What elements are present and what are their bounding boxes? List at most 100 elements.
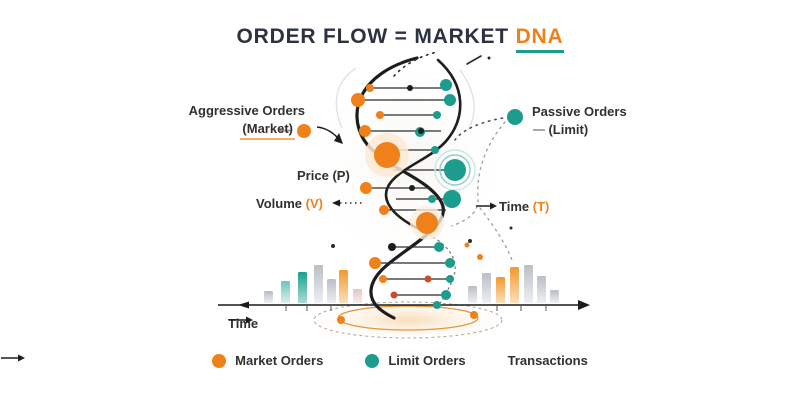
helix [351,56,476,320]
helix-dots [351,79,466,309]
accent-red-dot [390,291,398,299]
page-title: ORDER FLOW = MARKET DNA [0,25,800,53]
speck-dot [464,242,470,248]
title-highlight: DNA [515,25,564,53]
limit-accent-dot [428,195,436,203]
halo-arc-right [459,69,475,131]
volume-bar [353,289,362,303]
price-label: Price (P) [297,168,350,183]
volume-bar [314,265,323,303]
transactions-arrow-icon [1,354,25,362]
passive-dash-glyph [534,122,548,137]
volume-bar [496,277,505,303]
transaction-dot [388,243,396,251]
passive-orders-label: Passive Orders (Limit) [532,103,627,138]
limit-order-dot [444,94,456,106]
orbit-dot [337,316,345,324]
speck-dot [331,244,335,248]
volume-arrowhead-icon [332,199,340,207]
limit-order-dot [433,111,441,119]
market-order-dot [366,84,374,92]
transaction-dot [409,185,415,191]
market-orders-dot-icon [212,353,227,368]
trail-top-dash [466,55,482,65]
time-symbol: (T) [532,199,550,214]
market-order-dot [374,142,400,168]
price-symbol: (P) [332,168,350,183]
timeT-arrowhead-icon [490,202,497,210]
market-order-dot [359,125,371,137]
volume-bar [264,291,273,303]
orbit-outer-dashed-ring [313,301,503,339]
market-order-dot [379,205,389,215]
title-main: ORDER FLOW = MARKET [236,25,509,48]
orbit-base [308,299,508,341]
limit-orders-dot-icon [365,353,380,368]
time-axis-arrow-icon [229,316,253,324]
volume-bar [298,272,307,303]
limit-node-ring-outer [434,149,476,191]
aggressive-orders-line2: (Market) [240,120,295,141]
market-order-dot [351,93,365,107]
legend: Market Orders Limit Orders Transactions [0,353,800,368]
axis-arrow-right-icon [578,300,590,310]
market-order-dot [416,212,438,234]
legend-item-market-orders: Market Orders [212,353,323,368]
speck-dot [509,226,513,230]
limit-order-dot [446,275,454,283]
market-order-dot [360,182,372,194]
volume-bars [264,265,559,303]
trail-right-branch [479,207,513,261]
orbit-dots [337,311,478,324]
passive-orders-line1: Passive Orders [532,104,627,119]
volume-bar [510,267,519,303]
volume-bar [281,281,290,303]
halo-arc-left [335,67,357,129]
trail-right-descending [451,121,506,227]
limit-order-dot [445,258,455,268]
orbit-dot [470,311,478,319]
time-helix-label: Time (T) [499,199,550,214]
market-order-dot [369,257,381,269]
legend-item-limit-orders: Limit Orders [365,353,466,368]
volume-label: Volume (V) [256,196,323,211]
transaction-dot [407,85,413,91]
accent-red-dot [424,275,432,283]
trail-top [393,51,438,77]
speck-dot [468,239,472,243]
decorative-specks [331,56,513,260]
volume-bar [468,286,477,303]
legend-item-transactions: Transactions [1,353,588,368]
aggressive-arrow-shaft [316,126,339,139]
volume-bar [482,273,491,303]
limit-node-ring-inner [439,154,471,186]
passive-orders-line2: (Limit) [548,121,589,137]
aggressive-arrowhead-icon [334,133,343,144]
helix-strand-limit [384,58,462,231]
volume-bar [524,265,533,303]
limit-order-dot [434,242,444,252]
legend-transactions-label: Transactions [507,353,588,368]
market-order-dot [376,111,384,119]
limit-order-dot [444,159,466,181]
axis-time-label: Time [228,316,259,331]
speck-dot [477,254,483,260]
aggressive-orders-line1: Aggressive Orders [188,103,305,118]
axis-ticks [285,306,547,311]
legend-limit-label: Limit Orders [388,353,466,368]
limit-order-dot [431,146,439,154]
volume-bar [550,290,559,303]
limit-order-dot [441,290,451,300]
legend-market-label: Market Orders [235,353,324,368]
aggressive-orders-label: Aggressive Orders (Market) [188,102,305,141]
helix-rungs [361,87,452,296]
volume-bar [537,276,546,303]
limit-order-dot [443,190,461,208]
dotted-trails [393,51,513,261]
time-axis [218,300,590,311]
axis-arrow-left-icon [238,301,249,309]
volume-bar [327,279,336,303]
speck-dot [487,56,491,60]
